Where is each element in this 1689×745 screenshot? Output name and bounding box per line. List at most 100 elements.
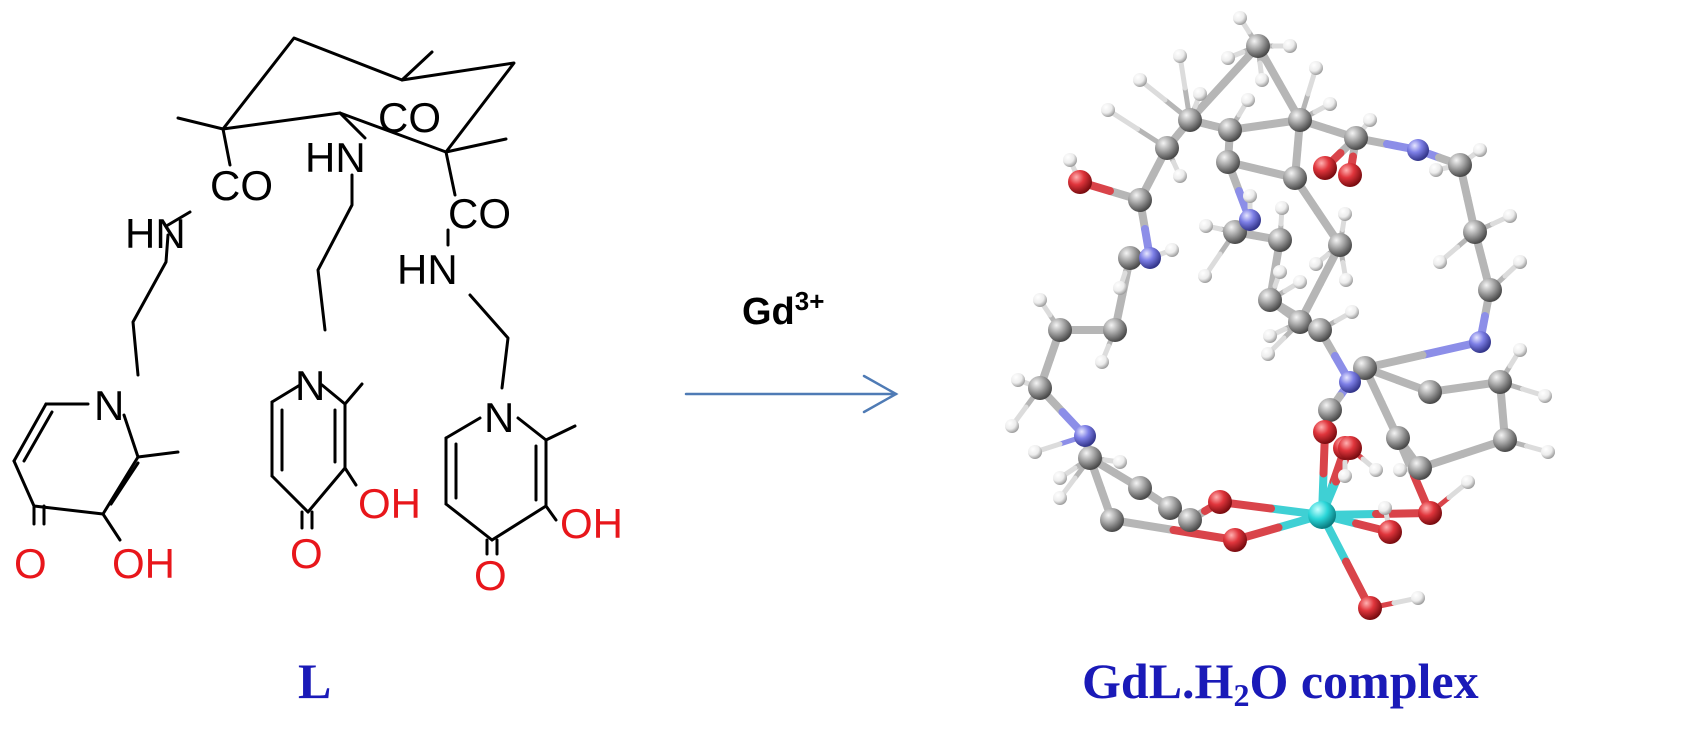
carbon-atom — [1318, 398, 1342, 422]
reagent-label: Gd3+ — [742, 286, 825, 333]
carbon-atom — [1488, 370, 1512, 394]
hydrogen-atom — [1273, 265, 1287, 279]
hydrogen-atom — [1101, 103, 1115, 117]
carbon-atom — [1283, 166, 1307, 190]
carbon-atom — [1344, 126, 1368, 150]
cyclohexane-ring — [221, 36, 516, 154]
hydrogen-atom — [1283, 39, 1297, 53]
hydrogen-atom — [1275, 201, 1289, 215]
label-co-1: CO — [210, 162, 273, 209]
complex-3d-model — [1005, 11, 1555, 620]
hydrogen-atom — [1255, 73, 1269, 87]
label-n-1: N — [94, 382, 124, 429]
hydrogen-atom — [1133, 73, 1147, 87]
oxygen-atom — [1068, 170, 1092, 194]
carbon-atom — [1418, 380, 1442, 404]
hydrogen-atom — [1309, 257, 1323, 271]
hydrogen-atom — [1028, 445, 1042, 459]
carbon-atom — [1216, 150, 1240, 174]
carbon-atom — [1048, 318, 1072, 342]
carbon-atom — [1178, 108, 1202, 132]
hydrogen-atom — [1221, 51, 1235, 65]
hydrogen-atom — [1538, 389, 1552, 403]
carbon-atom — [1268, 228, 1292, 252]
label-n-2: N — [295, 362, 325, 409]
hydrogen-atom — [1309, 61, 1323, 75]
hydrogen-atom — [1095, 355, 1109, 369]
hydrogen-atom — [1429, 163, 1443, 177]
carbon-atom — [1158, 496, 1182, 520]
label-hn-2: HN — [305, 134, 366, 181]
ligand-atom-labels: CO HN N O OH CO HN N OH O CO HN N OH O — [14, 94, 623, 599]
complex-caption: GdL.H2O complex — [1082, 653, 1479, 713]
oxygen-atom — [1418, 501, 1442, 525]
hydrogen-atom — [1411, 591, 1425, 605]
model-atoms — [1005, 11, 1555, 620]
label-oh-2: OH — [358, 480, 421, 527]
pyridinone-ring-2 — [270, 382, 364, 530]
label-oh-3: OH — [560, 500, 623, 547]
carbon-atom — [1328, 233, 1352, 257]
hydrogen-atom — [1199, 219, 1213, 233]
hydrogen-atom — [1173, 49, 1187, 63]
carbon-atom — [1218, 118, 1242, 142]
oxygen-atom — [1338, 163, 1362, 187]
carbon-atom — [1308, 318, 1332, 342]
hydrogen-atom — [1165, 243, 1179, 257]
hydrogen-atom — [1363, 113, 1377, 127]
carbon-atom — [1155, 136, 1179, 160]
carbon-atom — [1258, 288, 1282, 312]
hydrogen-atom — [1461, 475, 1475, 489]
hydrogen-atom — [1323, 97, 1337, 111]
hydrogen-atom — [1541, 445, 1555, 459]
carbon-atom — [1118, 246, 1142, 270]
nitrogen-atom — [1407, 139, 1429, 161]
hydrogen-atom — [1011, 373, 1025, 387]
hydrogen-atom — [1233, 11, 1247, 25]
carbon-atom — [1100, 508, 1124, 532]
reaction-arrow — [684, 374, 899, 414]
gadolinium-atom — [1308, 501, 1336, 529]
hydrogen-atom — [1113, 455, 1127, 469]
carbon-atom — [1178, 508, 1202, 532]
hydrogen-atom — [1393, 463, 1407, 477]
carbon-atom — [1128, 476, 1152, 500]
carbon-atom — [1448, 153, 1472, 177]
oxygen-atom — [1378, 520, 1402, 544]
hydrogen-atom — [1338, 207, 1352, 221]
label-hn-3: HN — [397, 246, 458, 293]
hydrogen-atom — [1243, 189, 1257, 203]
carbon-atom — [1353, 356, 1377, 380]
hydrogen-atom — [1241, 93, 1255, 107]
hydrogen-atom — [1263, 329, 1277, 343]
hydrogen-atom — [1293, 275, 1307, 289]
label-o-3: O — [474, 552, 507, 599]
hydrogen-atom — [1345, 305, 1359, 319]
hydrogen-atom — [1063, 153, 1077, 167]
oxygen-atom — [1313, 156, 1337, 180]
carbon-atom — [1288, 310, 1312, 334]
label-co-2: CO — [378, 94, 441, 141]
pyridinone-ring-1 — [12, 402, 180, 542]
oxygen-atom — [1313, 420, 1337, 444]
carbon-atom — [1078, 446, 1102, 470]
hydrogen-atom — [1033, 293, 1047, 307]
ligand-caption: L — [298, 653, 332, 709]
hydrogen-atom — [1378, 501, 1392, 515]
label-co-3: CO — [448, 190, 511, 237]
carbon-atom — [1386, 426, 1410, 450]
model-bonds — [1009, 15, 1551, 612]
carbon-atom — [1493, 428, 1517, 452]
hydrogen-atom — [1513, 343, 1527, 357]
nitrogen-atom — [1139, 247, 1161, 269]
carbon-atom — [1408, 456, 1432, 480]
hydrogen-atom — [1005, 419, 1019, 433]
hydrogen-atom — [1113, 281, 1127, 295]
hydrogen-atom — [1339, 273, 1353, 287]
carbon-atom — [1478, 278, 1502, 302]
label-oh-1: OH — [112, 540, 175, 587]
oxygen-atom — [1223, 528, 1247, 552]
hydrogen-atom — [1173, 169, 1187, 183]
oxygen-atom — [1338, 436, 1362, 460]
